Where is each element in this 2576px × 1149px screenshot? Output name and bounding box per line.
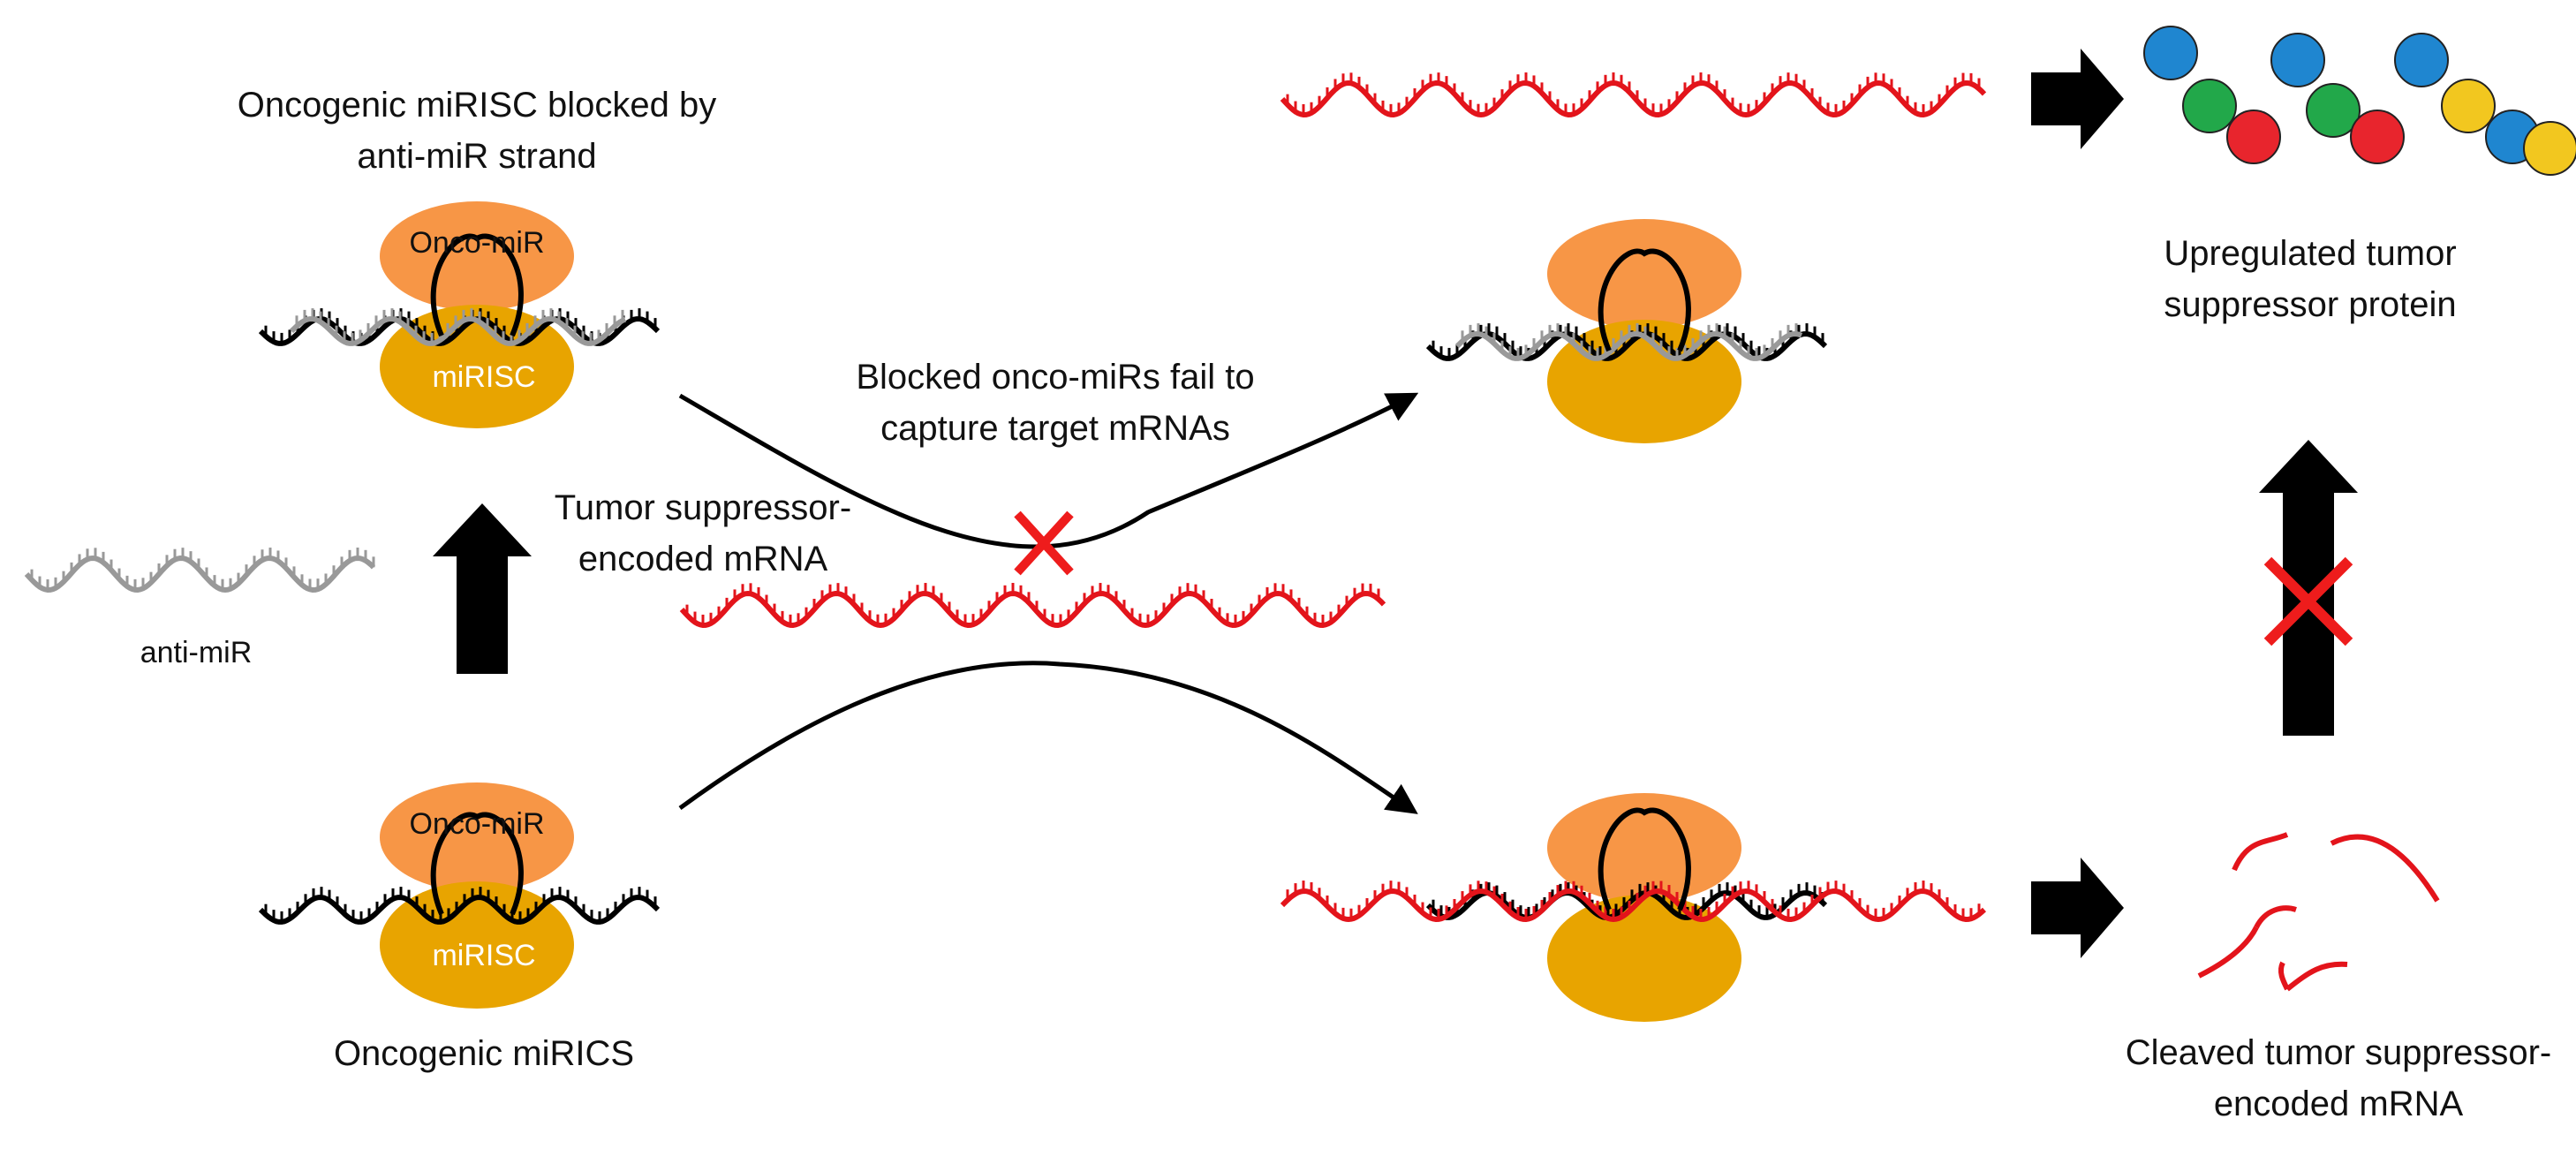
upregulated-label-line1: Upregulated tumor bbox=[2164, 234, 2456, 273]
right-arrow-top bbox=[2031, 49, 2124, 149]
protein-bead-green bbox=[2182, 79, 2237, 133]
protein-bead-red bbox=[2226, 110, 2281, 164]
mirna-loop bbox=[430, 233, 524, 337]
oncogenic-mirisc-complex: Onco-miR miRISC bbox=[258, 782, 661, 1009]
tumor-suppressor-mrna-center bbox=[679, 583, 1386, 629]
protein-bead-yellow bbox=[2441, 79, 2496, 133]
blocked-fail-label-line1: Blocked onco-miRs fail to bbox=[856, 358, 1254, 397]
onco-mir-blob-captured bbox=[1547, 793, 1741, 903]
up-arrow-left bbox=[433, 503, 532, 674]
oncogenic-mirics-label: Oncogenic miRICS bbox=[334, 1034, 634, 1073]
protein-bead-yellow bbox=[2523, 121, 2576, 176]
up-arrow-right bbox=[2259, 440, 2358, 736]
tumor-mrna-label-line1: Tumor suppressor- bbox=[555, 488, 851, 527]
onco-mir-blob bbox=[380, 201, 574, 311]
blocked-complex-title-line2: anti-miR strand bbox=[357, 137, 596, 176]
curve-arrow-lower bbox=[678, 661, 1418, 814]
target-mrna-captured bbox=[1280, 881, 1987, 923]
protein-bead-red bbox=[2350, 110, 2405, 164]
onco-mir-label-top: Onco-miR bbox=[409, 226, 544, 260]
anti-mir-bound-strand bbox=[289, 308, 627, 346]
protein-bead-blue bbox=[2143, 26, 2198, 80]
mirisc-label-bottom: miRISC bbox=[432, 939, 535, 972]
curve-arrow-upper bbox=[678, 392, 1419, 549]
anti-mir-bound-strand-right bbox=[1454, 323, 1803, 361]
block-x-mark-center bbox=[1014, 510, 1074, 576]
mirisc-label-top: miRISC bbox=[432, 360, 535, 394]
blocked-fail-label-line2: capture target mRNAs bbox=[880, 409, 1230, 448]
onco-mir-blob-bottom bbox=[380, 782, 574, 892]
protein-bead-blue bbox=[2394, 33, 2449, 87]
mirna-strand-bottom bbox=[258, 887, 661, 925]
block-x-mark-right bbox=[2263, 556, 2353, 646]
right-arrow-bottom bbox=[2031, 858, 2124, 958]
mirna-loop-captured bbox=[1598, 807, 1691, 911]
cleaved-label-line1: Cleaved tumor suppressor- bbox=[2126, 1033, 2551, 1072]
anti-mir-strand bbox=[24, 548, 376, 593]
captured-mirisc-complex bbox=[1280, 793, 1987, 1022]
blocked-mirisc-complex: Onco-miR miRISC bbox=[258, 201, 661, 428]
upregulated-label-line2: suppressor protein bbox=[2164, 285, 2456, 324]
onco-mir-blob-right bbox=[1547, 219, 1741, 329]
anti-mir-label: anti-miR bbox=[140, 636, 253, 669]
protein-bead-blue bbox=[2270, 33, 2325, 87]
mirisc-blob-captured bbox=[1547, 895, 1741, 1022]
onco-mir-label-bottom: Onco-miR bbox=[409, 807, 544, 841]
tumor-mrna-label-line2: encoded mRNA bbox=[578, 540, 828, 578]
protein-chain bbox=[2143, 26, 2576, 176]
mirisc-blob-bottom bbox=[380, 881, 574, 1009]
protein-bead-green bbox=[2306, 83, 2361, 138]
cleaved-label-line2: encoded mRNA bbox=[2214, 1085, 2464, 1123]
cleaved-mrna-fragments bbox=[2197, 832, 2440, 992]
mirna-loop-bottom bbox=[430, 812, 524, 916]
blocked-complex-title-line1: Oncogenic miRISC blocked by bbox=[238, 86, 716, 125]
free-mrna-top bbox=[1280, 72, 1987, 118]
blocked-mirisc-complex-right bbox=[1425, 219, 1828, 443]
mirna-loop-right bbox=[1598, 248, 1691, 352]
